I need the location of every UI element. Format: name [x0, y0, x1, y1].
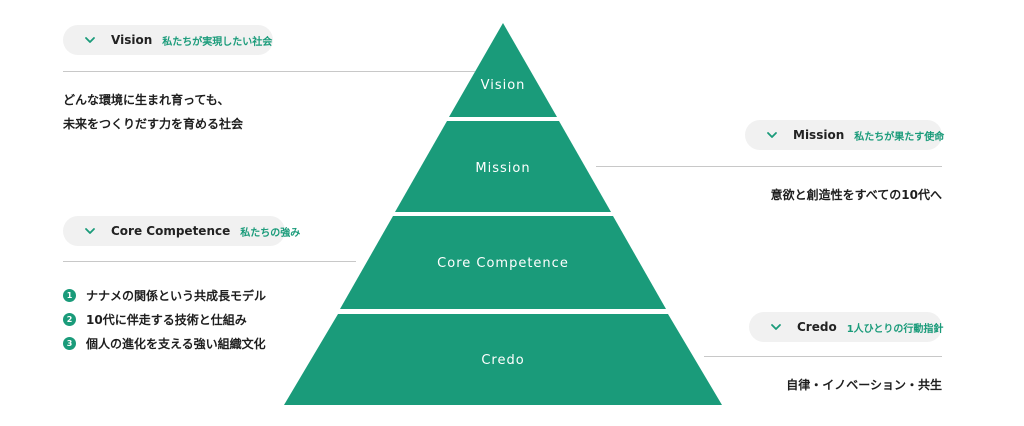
vision-description-line-2: 未来をつくりだす力を育める社会 — [63, 117, 244, 131]
pyramid-tier-mission[interactable] — [395, 121, 611, 212]
chevron-down-icon — [767, 318, 785, 336]
pyramid-tier-credo[interactable] — [284, 314, 722, 405]
vision-description-line-1: どんな環境に生まれ育っても、 — [63, 93, 230, 107]
core-competence-divider — [63, 261, 356, 262]
vision-subtitle: 私たちが実現したい社会 — [162, 36, 273, 48]
number-badge: 2 — [63, 312, 76, 326]
credo-toggle[interactable]: Credo 1人ひとりの行動指針 — [749, 312, 944, 342]
pyramid-label-vision: Vision — [481, 78, 526, 93]
credo-description: 自律・イノベーション・共生 — [786, 378, 942, 392]
chevron-down-icon — [81, 222, 99, 240]
pyramid-label-credo: Credo — [481, 353, 524, 368]
credo-divider — [704, 356, 942, 357]
list-item: 1 ナナメの関係という共成長モデル — [63, 283, 266, 307]
mission-divider — [596, 166, 942, 167]
pyramid-label-core-competence: Core Competence — [437, 256, 569, 271]
mission-toggle[interactable]: Mission 私たちが果たす使命 — [745, 120, 945, 150]
number-badge: 1 — [63, 288, 76, 302]
core-competence-title: Core Competence — [111, 224, 231, 238]
list-item-text: 10代に伴走する技術と仕組み — [86, 312, 247, 327]
number-badge: 3 — [63, 336, 76, 350]
vision-description: どんな環境に生まれ育っても、 未来をつくりだす力を育める社会 — [63, 88, 243, 136]
chevron-down-icon — [81, 31, 99, 49]
core-competence-list: 1 ナナメの関係という共成長モデル 2 10代に伴走する技術と仕組み 3 個人の… — [63, 283, 266, 355]
list-item: 3 個人の進化を支える強い組織文化 — [63, 331, 266, 355]
list-item: 2 10代に伴走する技術と仕組み — [63, 307, 266, 331]
credo-subtitle: 1人ひとりの行動指針 — [846, 323, 944, 335]
vision-toggle[interactable]: Vision 私たちが実現したい社会 — [63, 25, 273, 55]
pyramid-label-mission: Mission — [475, 161, 530, 176]
chevron-down-icon — [763, 126, 781, 144]
vision-divider — [63, 71, 475, 72]
pyramid-tier-core-competence[interactable] — [340, 216, 666, 309]
core-competence-subtitle: 私たちの強み — [240, 227, 301, 239]
credo-title: Credo — [797, 320, 837, 334]
mission-title: Mission — [793, 128, 845, 142]
mission-description: 意欲と創造性をすべての10代へ — [770, 188, 942, 202]
mission-subtitle: 私たちが果たす使命 — [854, 131, 945, 143]
list-item-text: 個人の進化を支える強い組織文化 — [86, 336, 266, 351]
list-item-text: ナナメの関係という共成長モデル — [86, 288, 267, 303]
pyramid-tier-vision[interactable] — [449, 23, 557, 117]
core-competence-toggle[interactable]: Core Competence 私たちの強み — [63, 216, 300, 246]
vision-title: Vision — [111, 33, 153, 47]
